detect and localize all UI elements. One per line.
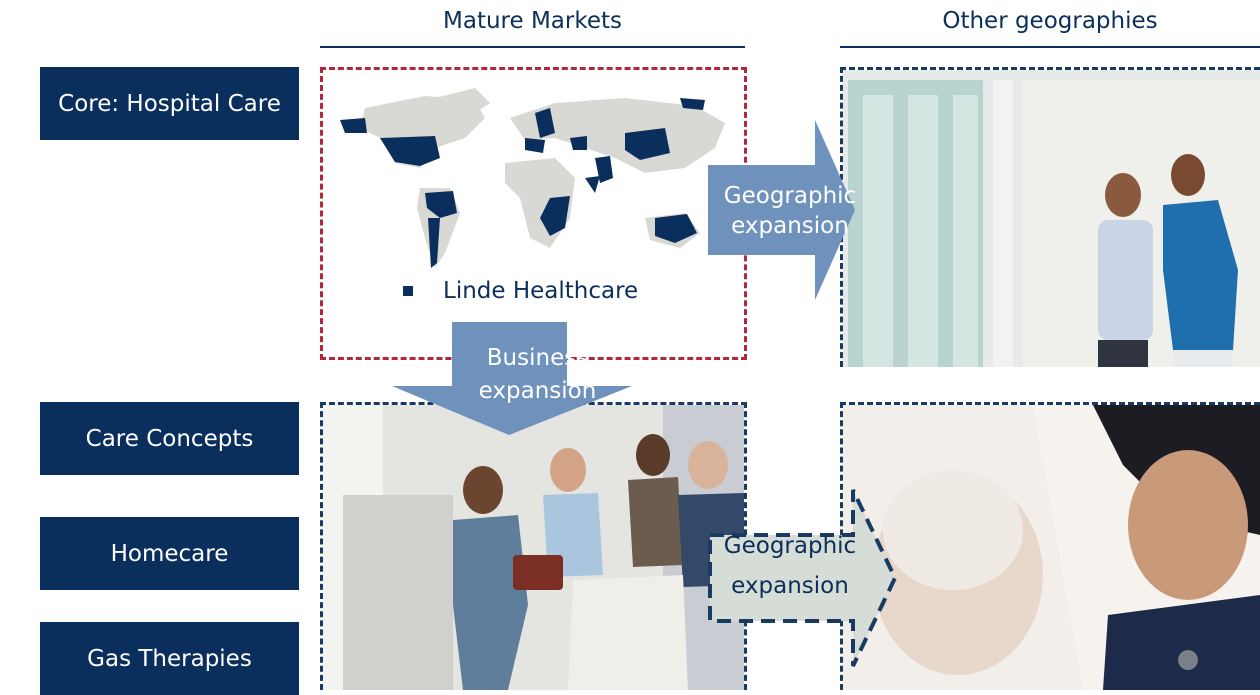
- other-geographies-header: Other geographies: [942, 8, 1158, 34]
- geographic-expansion-line1-top: Geographic: [723, 183, 857, 209]
- geographic-expansion-line2-top: expansion: [731, 213, 849, 239]
- legend-label: Linde Healthcare: [443, 278, 639, 304]
- geographic-expansion-arrow-top: [708, 120, 855, 300]
- geographic-expansion-label-bottom: Geographic expansion: [705, 531, 875, 601]
- legend-square-icon: [403, 286, 413, 296]
- care-group-photo: [323, 405, 744, 690]
- business-expansion-line2: expansion: [478, 378, 597, 404]
- row-label-care-concepts: Care Concepts: [40, 402, 299, 475]
- world-map-image: [340, 88, 725, 268]
- row-label-hospital-care: Core: Hospital Care: [40, 67, 299, 140]
- geographic-expansion-arrow-bottom: [708, 489, 898, 667]
- doctor-patient-photo: [843, 70, 1260, 367]
- row-label-homecare: Homecare: [40, 517, 299, 590]
- nurse-elderly-photo: [843, 405, 1260, 690]
- business-expansion-line1: Business: [486, 345, 589, 371]
- geographic-expansion-label-top: Geographic expansion: [705, 181, 875, 241]
- map-legend: Linde Healthcare: [403, 278, 638, 304]
- bottom-left-photo-panel: [320, 402, 747, 690]
- geographic-expansion-line1-bottom: Geographic: [723, 533, 857, 559]
- row-label-gas-therapies: Gas Therapies: [40, 622, 299, 695]
- business-expansion-label: Business expansion: [455, 343, 620, 406]
- world-map-panel: Linde Healthcare: [320, 67, 747, 360]
- geographic-expansion-line2-bottom: expansion: [731, 573, 849, 599]
- mature-markets-header: Mature Markets: [443, 8, 622, 34]
- mature-markets-underline: [320, 46, 745, 48]
- other-geographies-underline: [840, 46, 1260, 48]
- top-right-photo-panel: [840, 67, 1260, 367]
- bottom-right-photo-panel: [840, 402, 1260, 690]
- business-expansion-arrow: [392, 322, 632, 435]
